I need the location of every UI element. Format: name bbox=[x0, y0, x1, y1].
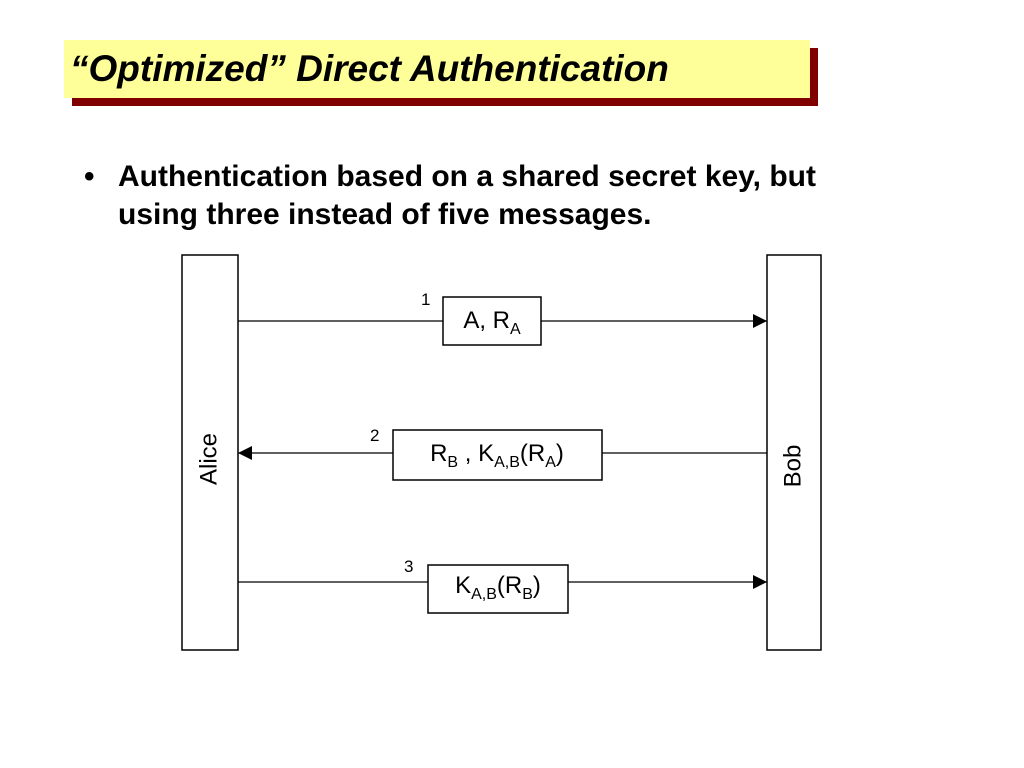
slide-title: “Optimized” Direct Authentication bbox=[70, 48, 669, 89]
bob-label: Bob bbox=[779, 445, 806, 488]
alice-lifeline: Alice bbox=[181, 254, 239, 651]
message-2-box bbox=[392, 429, 603, 481]
bullet-dot: • bbox=[84, 160, 95, 193]
message-1-label: A, RA bbox=[463, 307, 521, 338]
title-box: “Optimized” Direct Authentication bbox=[64, 40, 810, 98]
bullet-line-1: Authentication based on a shared secret … bbox=[118, 160, 816, 193]
alice-label: Alice bbox=[195, 433, 222, 485]
message-2: 2 RB , KA,B(RA) bbox=[238, 426, 767, 481]
bullet-text: Authentication based on a shared secret … bbox=[118, 158, 816, 234]
message-1-number: 1 bbox=[421, 290, 430, 309]
message-3-label: KA,B(RB) bbox=[455, 572, 541, 603]
bullet-line-2: using three instead of five messages. bbox=[118, 198, 652, 231]
message-2-label: RB , KA,B(RA) bbox=[430, 440, 564, 471]
message-3-box bbox=[427, 564, 569, 614]
message-3-number: 3 bbox=[404, 557, 413, 576]
message-1-box bbox=[442, 296, 542, 346]
bullet-point: • Authentication based on a shared secre… bbox=[84, 158, 964, 234]
bob-lifeline: Bob bbox=[766, 254, 822, 651]
message-3: 3 KA,B(RB) bbox=[238, 557, 767, 614]
message-2-number: 2 bbox=[370, 426, 379, 445]
message-1: 1 A, RA bbox=[238, 290, 767, 346]
slide-title-area: “Optimized” Direct Authentication bbox=[64, 40, 818, 106]
